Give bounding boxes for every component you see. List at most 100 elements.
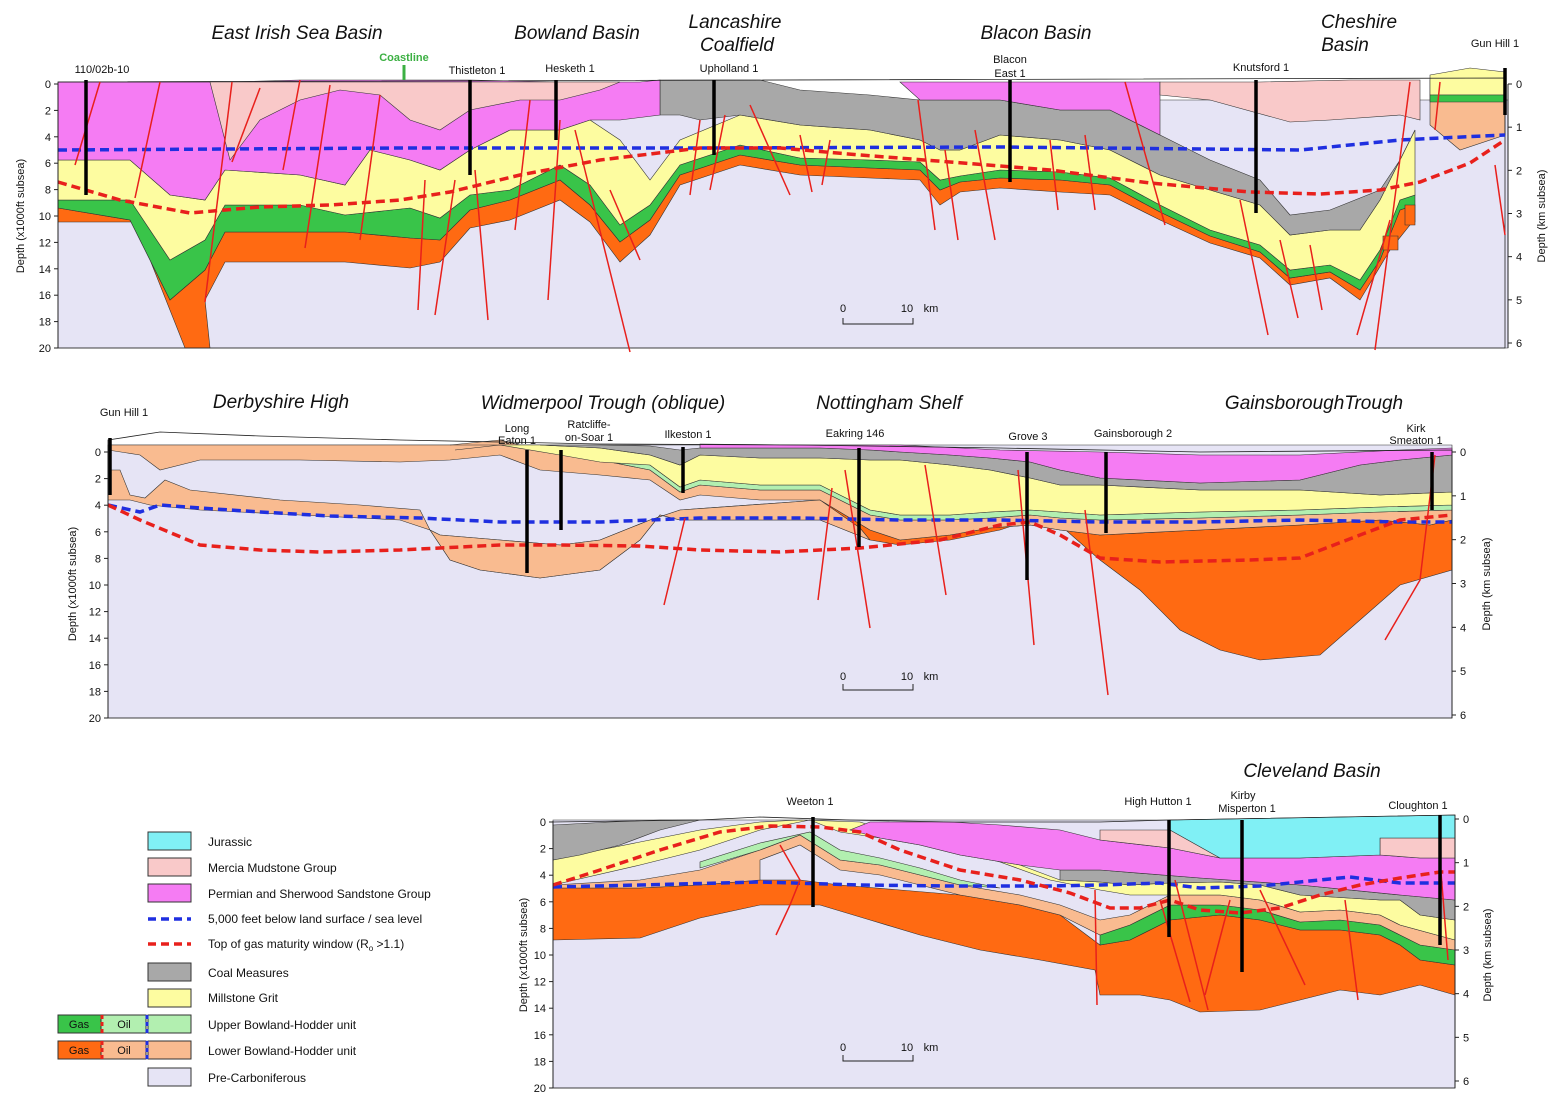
axis-tick-label: 6 [1516,338,1522,350]
fault [974,129,996,241]
s3-scale-bar: 0 10 km [840,1042,939,1062]
s3-wells [811,815,1442,972]
s2-gas-maturity-line [107,503,1453,564]
well-label-blacon: Blacon [993,54,1027,66]
well-label-eakring-146: Eakring 146 [826,428,885,440]
well-label-high-hutton-1: High Hutton 1 [1124,796,1191,808]
well-label-knutsford-1: Knutsford 1 [1233,62,1289,74]
s2-five-thousand-feet-line [107,503,1452,524]
axis-tick-label: 0 [45,79,51,91]
legend-label-coal: Coal Measures [208,966,289,980]
fault [474,169,489,321]
legend-label-pre-carboniferous: Pre-Carboniferous [208,1071,306,1085]
fault [775,844,801,936]
basin-blacon: Blacon Basin [981,23,1092,44]
axis-tick-label: 10 [534,950,546,962]
axis-tick-label: 2 [95,474,101,486]
well-label-cloughton-1: Cloughton 1 [1388,800,1447,812]
legend-upper-gas-text: Gas [69,1019,90,1031]
well-label-on-soar-1: on-Soar 1 [565,432,613,444]
basin-coalfield: Coalfield [700,35,775,56]
axis-tick-label: 0 [1516,79,1522,91]
well-label-gainsborough-2: Gainsborough 2 [1094,428,1172,440]
fault [304,84,331,249]
fault [514,99,531,231]
axis-tick-label: 0 [1460,447,1466,459]
basin-east-irish-sea: East Irish Sea Basin [211,23,382,44]
section-3: Cleveland Basin Weeton 1 High Hutton 1 K… [518,761,1494,1095]
legend-ro-subscript: o [369,944,374,953]
fault [689,119,701,196]
axis-tick-label: 16 [534,1030,546,1042]
s1-scale-bar: 0 10 km [840,303,939,325]
axis-tick-label: 2 [540,844,546,856]
fault [1356,219,1391,336]
basin-bowland: Bowland Basin [514,23,640,44]
axis-tick-label: 8 [540,923,546,935]
fault [609,189,641,261]
basin-nottingham-shelf: Nottingham Shelf [816,393,963,414]
s2-wells [108,438,1434,580]
axis-tick-label: 6 [45,158,51,170]
basin-widmerpool-trough: Widmerpool Trough (oblique) [481,393,725,414]
s2-outline [107,431,1453,719]
axis-tick-label: 10 [89,580,101,592]
fault [799,134,813,193]
legend-ro-suffix: >1.1) [373,937,404,951]
s2-permian-sherwood [699,443,1453,484]
s3-five-thousand-feet-line [552,875,1455,890]
axis-tick-label: 2 [1463,901,1469,913]
legend-lower-gas-text: Gas [69,1045,90,1057]
s1-east-upper-gas [1429,94,1506,103]
axis-tick-label: 4 [1463,989,1469,1001]
s3-outline [552,814,1456,1089]
fault [1084,134,1096,211]
legend-lower-oil-text: Oil [117,1045,130,1057]
axis-tick-label: 12 [39,237,51,249]
legend-label-mercia: Mercia Mudstone Group [208,861,337,875]
well-label-misperton-1: Misperton 1 [1218,803,1275,815]
fault [417,179,426,311]
well-label-smeaton-1: Smeaton 1 [1389,435,1442,447]
well-label-110-02b-10: 110/02b-10 [75,64,130,76]
fault [844,469,871,629]
scale-unit: km [924,1042,939,1054]
well-label-eaton-1: Eaton 1 [498,435,536,447]
basin-gainsborough-trough: GainsboroughTrough [1225,393,1403,414]
s2-left-axis-label: Depth (x1000ft subsea) [67,527,79,641]
fault [1494,164,1506,236]
scale-unit: km [924,303,939,315]
s2-faults [663,454,1436,696]
axis-tick-label: 14 [39,264,51,276]
well-label-upholland-1: Upholland 1 [700,63,759,75]
axis-tick-label: 16 [89,660,101,672]
axis-tick-label: 12 [534,977,546,989]
basin-cheshire: Cheshire [1321,12,1397,33]
s2-scale-bar: 0 10 km [840,671,938,691]
well-label-gun-hill-1-s2: Gun Hill 1 [100,407,148,419]
axis-tick-label: 12 [89,607,101,619]
fault [749,104,791,196]
fault [204,81,233,303]
s1-mercia-mudstone [58,79,1421,161]
fault [1159,899,1191,1003]
axis-tick-label: 1 [1516,122,1522,134]
axis-tick-label: 5 [1516,295,1522,307]
well-label-ratcliffe: Ratcliffe- [567,419,611,431]
s2-right-axis-label: Depth (km subsea) [1481,538,1493,631]
basin-derbyshire-high: Derbyshire High [213,392,349,413]
well-label-east-1: East 1 [994,68,1025,80]
axis-tick-label: 5 [1460,666,1466,678]
s1-left-axis-label: Depth (x1000ft subsea) [15,159,27,273]
fault [1174,879,1209,1011]
axis-tick-label: 6 [95,527,101,539]
fault [663,517,686,606]
axis-tick-label: 8 [95,553,101,565]
section-1: Coastline East Irish Sea Basin Bowland B… [15,12,1548,355]
legend-label-millstone: Millstone Grit [208,991,279,1005]
fault [547,119,561,301]
